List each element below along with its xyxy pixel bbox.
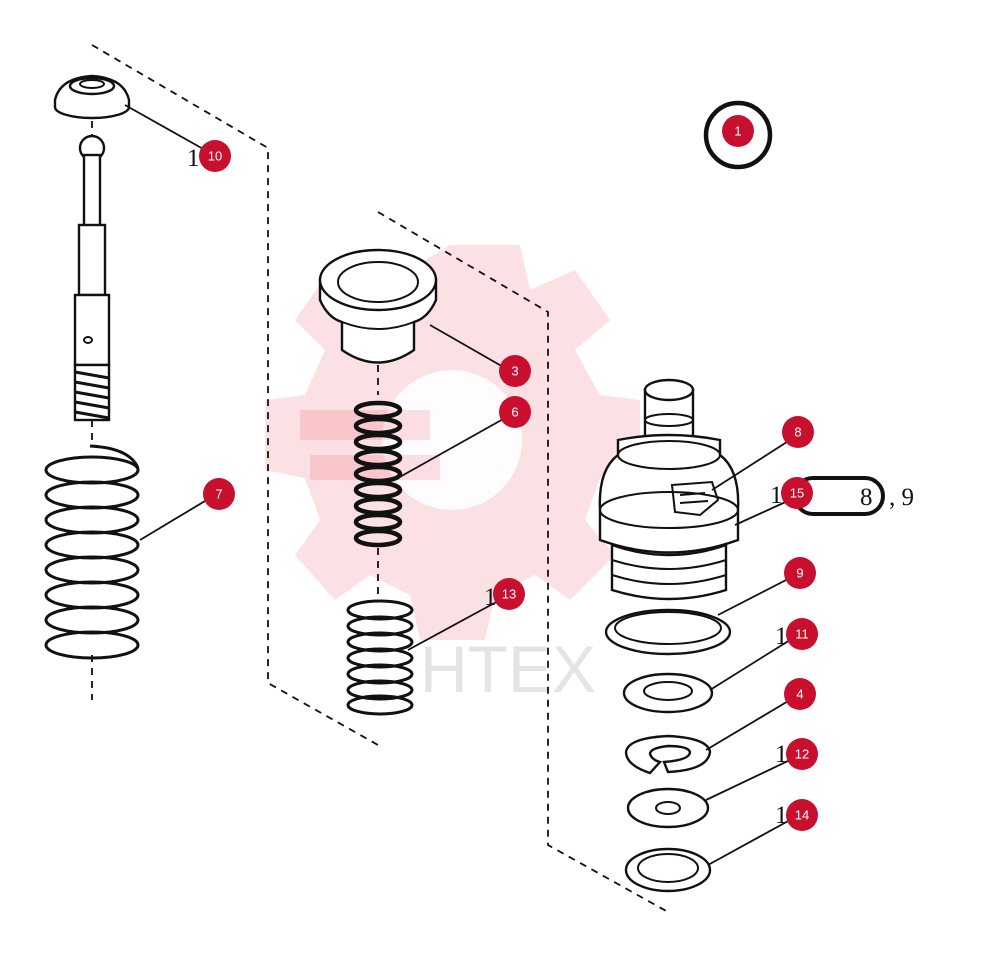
callout-12-label: 12 [795, 747, 809, 762]
callout-6-label: 6 [511, 405, 518, 420]
ref-prefix-12: 1 [775, 741, 788, 768]
assembly-outlines [91, 44, 669, 913]
callout-10[interactable]: 10 [199, 140, 231, 172]
reference-box: 8 , 9 [793, 476, 914, 516]
part-valve-stem [73, 134, 111, 422]
reference-box-inner: 8 [860, 484, 873, 511]
part-13-spring [346, 599, 414, 716]
ref-prefix-10: 1 [187, 145, 200, 172]
callout-4-label: 4 [796, 687, 803, 702]
callout-13-label: 13 [502, 587, 516, 602]
callout-12[interactable]: 12 [786, 738, 818, 770]
callout-11-label: 11 [795, 627, 809, 642]
callout-6[interactable]: 6 [499, 396, 531, 428]
callout-15-label: 15 [790, 486, 804, 501]
part-11-washer [622, 672, 714, 714]
callout-1[interactable]: 1 [722, 115, 754, 147]
callout-8[interactable]: 8 [782, 416, 814, 448]
part-3-bushing [318, 248, 438, 364]
leader-lines [124, 104, 791, 866]
callout-13[interactable]: 13 [493, 578, 525, 610]
watermark-text: HTEX [420, 632, 596, 706]
part-14-washer [624, 847, 712, 893]
reference-prefixes: 1 1 1 1 1 1 [187, 145, 788, 829]
part-8-valve-body [598, 378, 740, 601]
callout-4[interactable]: 4 [784, 678, 816, 710]
part-12-washer [626, 787, 710, 829]
part-9-o-ring [604, 608, 732, 656]
callout-3-label: 3 [511, 364, 518, 379]
watermark: HTEX [265, 245, 640, 706]
callout-14[interactable]: 14 [786, 799, 818, 831]
part-10-cap [53, 74, 131, 120]
ref-prefix-14: 1 [775, 802, 788, 829]
callout-3[interactable]: 3 [499, 355, 531, 387]
callout-badges: 1 10 3 6 7 13 8 15 [199, 115, 818, 831]
callout-7[interactable]: 7 [203, 478, 235, 510]
reference-box-suffix: , 9 [889, 484, 914, 511]
ref-prefix-15: 1 [770, 482, 783, 509]
callout-14-label: 14 [795, 808, 809, 823]
callout-11[interactable]: 11 [786, 618, 818, 650]
callout-9[interactable]: 9 [784, 557, 816, 589]
callout-1-label: 1 [734, 124, 741, 139]
callout-8-label: 8 [794, 425, 801, 440]
part-6-small-spring [353, 400, 403, 548]
part-7-large-spring [44, 444, 140, 660]
part-4-clip [624, 734, 712, 775]
callout-9-label: 9 [796, 566, 803, 581]
ref-prefix-11: 1 [775, 623, 788, 650]
callout-10-label: 10 [208, 149, 222, 164]
callout-7-label: 7 [215, 487, 222, 502]
callout-15[interactable]: 15 [781, 477, 813, 509]
